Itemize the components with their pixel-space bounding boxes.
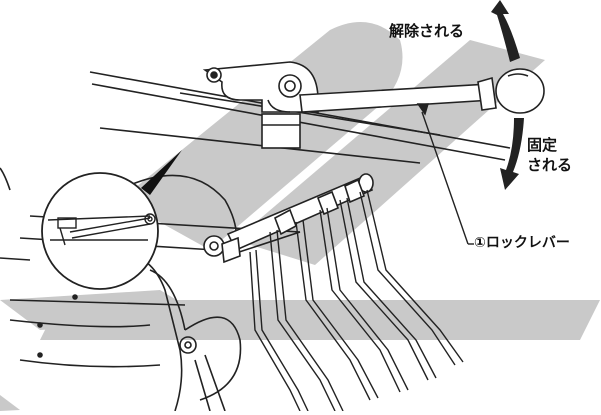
lock-label-line2: される — [527, 156, 573, 174]
lock-label-line1: 固定 — [527, 136, 558, 154]
tine-shaft — [203, 173, 374, 264]
magnified-inset — [41, 150, 182, 290]
frame-lines — [0, 71, 511, 306]
lock-lever-label: ①ロックレバー — [474, 235, 570, 251]
release-label: 解除される — [389, 22, 465, 40]
lever-bracket — [202, 61, 319, 149]
lock-arrow-icon — [500, 118, 524, 190]
leader-line — [416, 103, 474, 245]
release-arrow-icon — [491, 0, 520, 62]
lock-lever — [299, 68, 545, 114]
tines — [249, 189, 464, 412]
